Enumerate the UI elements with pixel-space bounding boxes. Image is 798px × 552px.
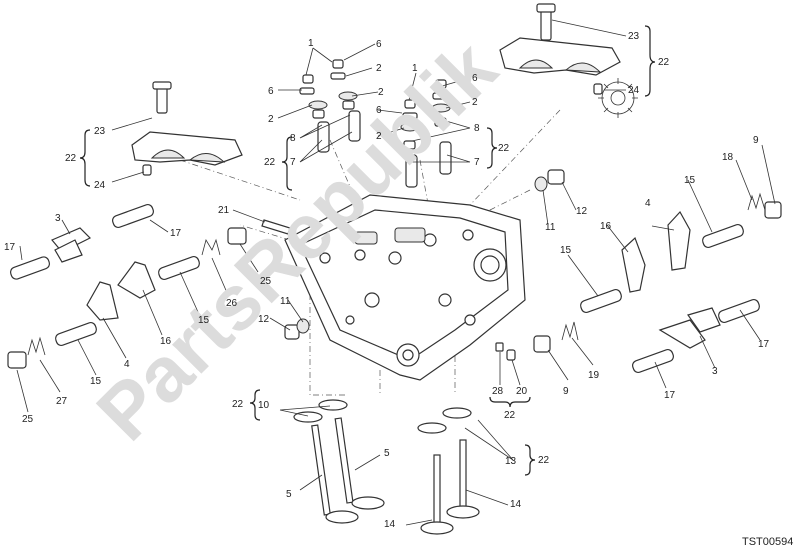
callout-13: 13 <box>505 456 517 467</box>
callout-10: 10 <box>258 400 270 411</box>
callout-22: 22 <box>498 143 510 154</box>
callout-7: 7 <box>290 157 296 168</box>
cam-cap-right <box>499 3 621 95</box>
valve-stack-right <box>400 79 452 188</box>
callout-15: 15 <box>198 315 210 326</box>
callout-labels: 1 6 2 6 2 2 8 22 7 1 6 2 6 2 8 22 7 23 2… <box>4 31 770 530</box>
callout-6: 6 <box>472 73 478 84</box>
callout-14: 14 <box>384 519 396 530</box>
callout-18: 18 <box>722 152 734 163</box>
assembly-axes <box>179 109 561 396</box>
leader-lines <box>16 19 776 526</box>
callout-8: 8 <box>474 123 480 134</box>
callout-11: 11 <box>280 296 291 307</box>
callout-21: 21 <box>218 205 230 216</box>
callout-19: 19 <box>588 370 600 381</box>
callout-9: 9 <box>753 135 759 146</box>
callout-22: 22 <box>538 455 550 466</box>
callout-17: 17 <box>170 228 182 239</box>
callout-1: 1 <box>412 63 418 74</box>
callout-15: 15 <box>90 376 102 387</box>
callout-23: 23 <box>628 31 640 42</box>
callout-22: 22 <box>264 157 276 168</box>
callout-2: 2 <box>376 131 382 142</box>
callout-6: 6 <box>376 39 382 50</box>
callout-12: 12 <box>258 314 270 325</box>
callout-2: 2 <box>376 63 382 74</box>
callout-25: 25 <box>22 414 34 425</box>
callout-17: 17 <box>758 339 770 350</box>
callout-5: 5 <box>286 489 292 500</box>
callout-24: 24 <box>628 85 640 96</box>
callout-2: 2 <box>378 87 384 98</box>
drawing-code: TST00594 <box>742 536 793 548</box>
callout-8: 8 <box>290 133 296 144</box>
callout-12: 12 <box>576 206 588 217</box>
callout-17: 17 <box>664 390 676 401</box>
callout-23: 23 <box>94 126 106 137</box>
callout-22: 22 <box>65 153 77 164</box>
callout-2: 2 <box>268 114 274 125</box>
callout-22: 22 <box>658 57 670 68</box>
callout-15: 15 <box>684 175 696 186</box>
callout-28: 28 <box>492 386 504 397</box>
rocker-group-right <box>533 192 782 374</box>
callout-26: 26 <box>226 298 238 309</box>
callout-27: 27 <box>56 396 68 407</box>
callout-11: 11 <box>545 222 556 233</box>
callout-24: 24 <box>94 180 106 191</box>
callout-6: 6 <box>376 105 382 116</box>
gear-icon <box>598 78 638 118</box>
cylinder-head <box>284 194 526 381</box>
callout-9: 9 <box>563 386 569 397</box>
valves <box>293 399 480 535</box>
callout-7: 7 <box>474 157 480 168</box>
rocker-group-left <box>7 203 247 369</box>
cam-cap-left <box>131 81 243 176</box>
valve-stack-left <box>299 59 361 153</box>
callout-17: 17 <box>4 242 16 253</box>
callout-4: 4 <box>645 198 651 209</box>
callout-2: 2 <box>472 97 478 108</box>
head-fittings <box>261 169 565 361</box>
callout-6: 6 <box>268 86 274 97</box>
callout-25: 25 <box>260 276 272 287</box>
callout-16: 16 <box>600 221 612 232</box>
callout-14: 14 <box>510 499 522 510</box>
callout-1: 1 <box>308 38 314 49</box>
callout-4: 4 <box>124 359 130 370</box>
callout-22: 22 <box>232 399 244 410</box>
callout-3: 3 <box>712 366 718 377</box>
callout-3: 3 <box>55 213 61 224</box>
callout-20: 20 <box>516 386 528 397</box>
callout-16: 16 <box>160 336 172 347</box>
callout-15: 15 <box>560 245 572 256</box>
callout-22: 22 <box>504 410 516 421</box>
callout-5: 5 <box>384 448 390 459</box>
grouping-brackets <box>79 25 656 476</box>
